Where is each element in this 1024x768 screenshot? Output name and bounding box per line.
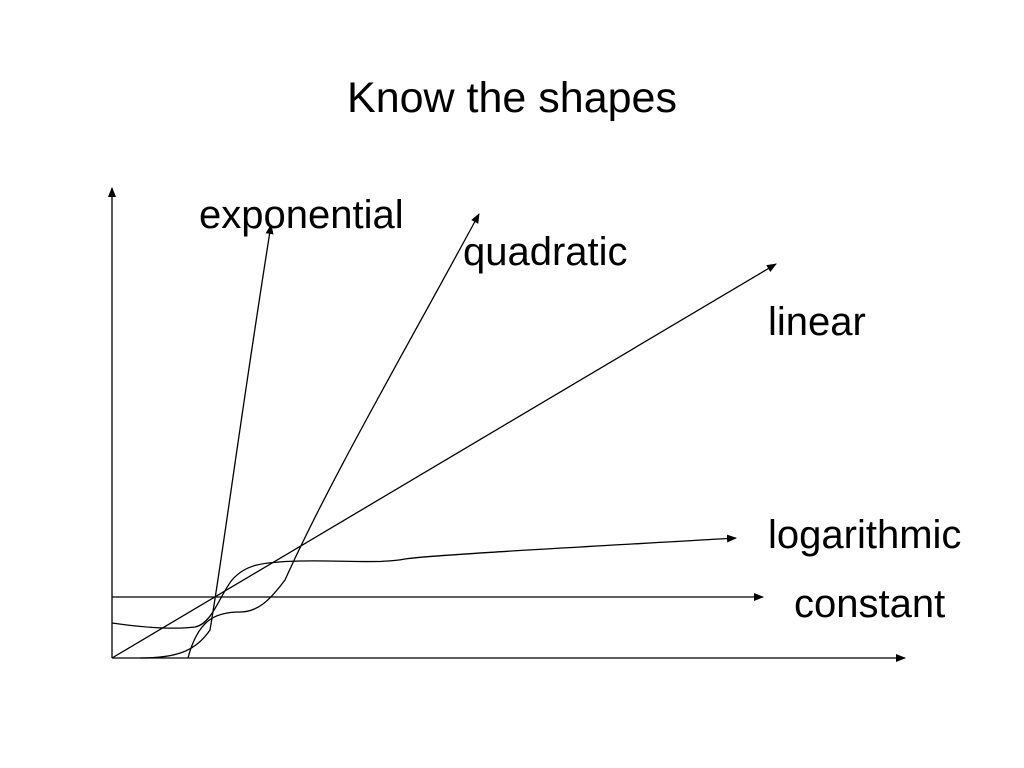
constant-label: constant <box>794 582 945 626</box>
logarithmic-curve <box>111 534 737 629</box>
logarithmic-label: logarithmic <box>768 513 961 557</box>
quadratic-curve <box>187 213 480 659</box>
linear-curve <box>111 263 777 659</box>
quadratic-label: quadratic <box>463 230 628 274</box>
linear-label: linear <box>768 300 866 344</box>
slide-title: Know the shapes <box>347 74 677 122</box>
exponential-curve <box>139 224 274 659</box>
exponential-label: exponential <box>199 193 404 237</box>
